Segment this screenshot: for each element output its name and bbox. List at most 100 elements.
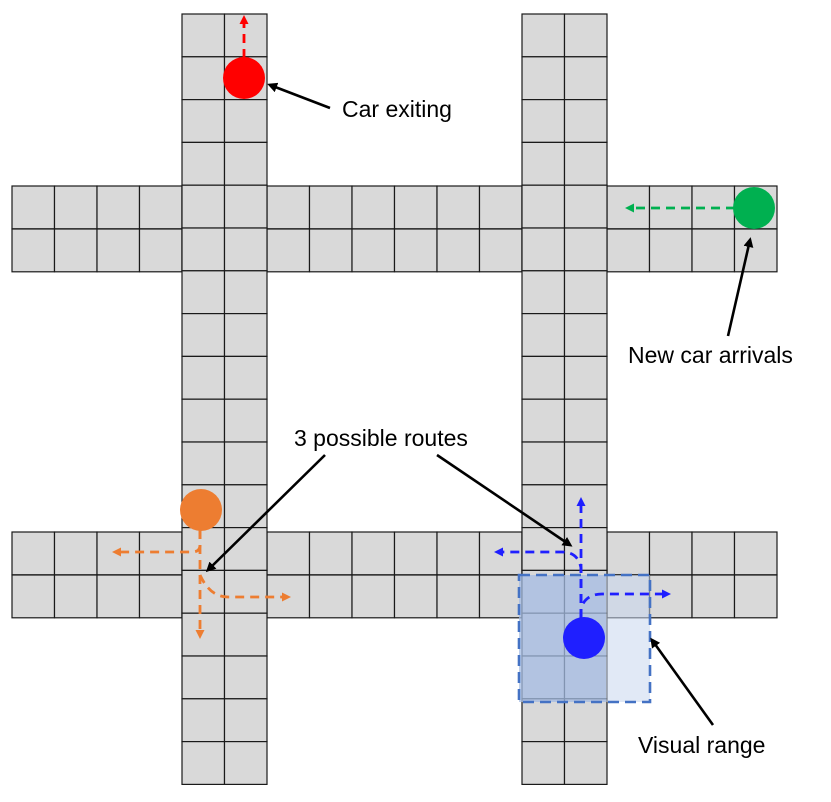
road-cell (563, 698, 608, 743)
road-cell (308, 185, 353, 230)
road-cell (563, 270, 608, 315)
road-cell (181, 141, 226, 186)
road-cell (606, 228, 651, 273)
green-car-icon (733, 187, 775, 229)
road-cell (351, 531, 396, 576)
road-cell (563, 56, 608, 101)
orange-route-right (198, 574, 291, 602)
road-cell (223, 355, 268, 400)
road-cell (521, 484, 566, 529)
road-cell (733, 531, 778, 576)
road-cell (53, 531, 98, 576)
road-cell (436, 531, 481, 576)
road-cell (563, 398, 608, 443)
road-cell (563, 184, 608, 229)
road-cell (223, 526, 268, 571)
road-cell (691, 531, 736, 576)
road-cell (181, 526, 226, 571)
road-cell (521, 698, 566, 743)
road-cell (521, 227, 566, 272)
road-cell (733, 228, 778, 273)
road-cell (11, 185, 56, 230)
road-cell (223, 655, 268, 700)
road-cell (606, 531, 651, 576)
road-cell (308, 228, 353, 273)
road-cell (436, 185, 481, 230)
road-cell (563, 313, 608, 358)
car-exiting-label: Car exiting (342, 96, 452, 122)
road-cell (96, 228, 141, 273)
cars (180, 57, 775, 659)
road-cell (223, 740, 268, 785)
road-cell (563, 484, 608, 529)
visual-range-label: Visual range (638, 732, 765, 758)
road-grid (11, 13, 778, 785)
road-cell (351, 574, 396, 619)
road-cell (308, 531, 353, 576)
blue-route-left (494, 547, 583, 618)
road-cell (563, 441, 608, 486)
road-cell (223, 141, 268, 186)
road-cell (266, 185, 311, 230)
route-arrows (112, 15, 735, 639)
road-cell (96, 531, 141, 576)
blue-route-right (579, 589, 671, 618)
routes-pointer-right (436, 453, 573, 547)
car-exiting-pointer (267, 82, 331, 110)
road-cell (563, 227, 608, 272)
road-cell (521, 13, 566, 58)
road-cell (521, 441, 566, 486)
pointer-lines (205, 82, 754, 726)
road-cell (521, 270, 566, 315)
road-cell (223, 13, 268, 58)
road-cell (563, 526, 608, 571)
red-car-icon (223, 57, 265, 99)
road-cell (181, 740, 226, 785)
road-cell (181, 398, 226, 443)
road-cell (521, 398, 566, 443)
road-cell (648, 228, 693, 273)
road-cell (138, 574, 183, 619)
routes-pointer-left (205, 454, 326, 573)
road-cell (521, 184, 566, 229)
road-cell (393, 531, 438, 576)
road-cell (223, 484, 268, 529)
road-cell (648, 574, 693, 619)
road-cell (181, 441, 226, 486)
road-cell (181, 355, 226, 400)
new-car-arrivals-label: New car arrivals (628, 342, 793, 368)
road-cell (181, 56, 226, 101)
road-cell (223, 569, 268, 614)
road-cell (478, 185, 523, 230)
visual-range-pointer (650, 637, 715, 726)
road-cell (563, 98, 608, 143)
road-cell (181, 569, 226, 614)
road-cell (181, 612, 226, 657)
road-cell (563, 13, 608, 58)
road-cell (351, 228, 396, 273)
road-cell (563, 355, 608, 400)
road-cell (223, 270, 268, 315)
road-cell (181, 270, 226, 315)
road-cell (521, 355, 566, 400)
road-cell (223, 441, 268, 486)
road-cell (96, 574, 141, 619)
road-cell (521, 313, 566, 358)
road-cell (138, 531, 183, 576)
road-cell (181, 227, 226, 272)
new-car-arrivals-pointer (726, 237, 754, 337)
orange-car-icon (180, 489, 222, 531)
road-cell (393, 185, 438, 230)
road-cell (181, 698, 226, 743)
road-cell (223, 398, 268, 443)
road-cell (223, 313, 268, 358)
road-cell (181, 13, 226, 58)
road-cell (521, 141, 566, 186)
road-cell (138, 185, 183, 230)
road-cell (96, 185, 141, 230)
blue-car-icon (563, 617, 605, 659)
road-cell (648, 531, 693, 576)
road-cell (53, 574, 98, 619)
road-cell (436, 574, 481, 619)
